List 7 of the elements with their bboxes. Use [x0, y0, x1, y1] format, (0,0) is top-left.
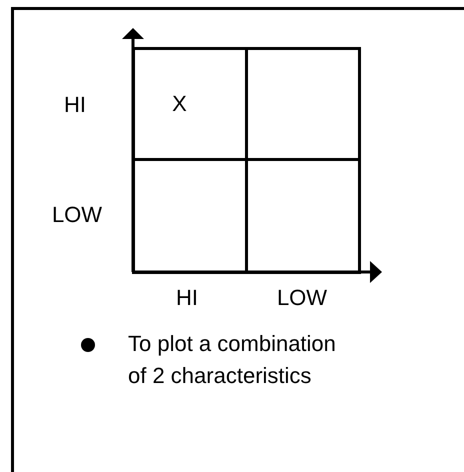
matrix-cell	[132, 46, 248, 160]
axis-label: LOW	[276, 287, 328, 309]
axis-label: HI	[64, 94, 86, 116]
axis-label: LOW	[52, 204, 102, 226]
bullet-text: To plot a combination of 2 characteristics	[128, 330, 337, 390]
axis-label: HI	[176, 287, 198, 309]
cell-mark: X	[172, 90, 187, 116]
